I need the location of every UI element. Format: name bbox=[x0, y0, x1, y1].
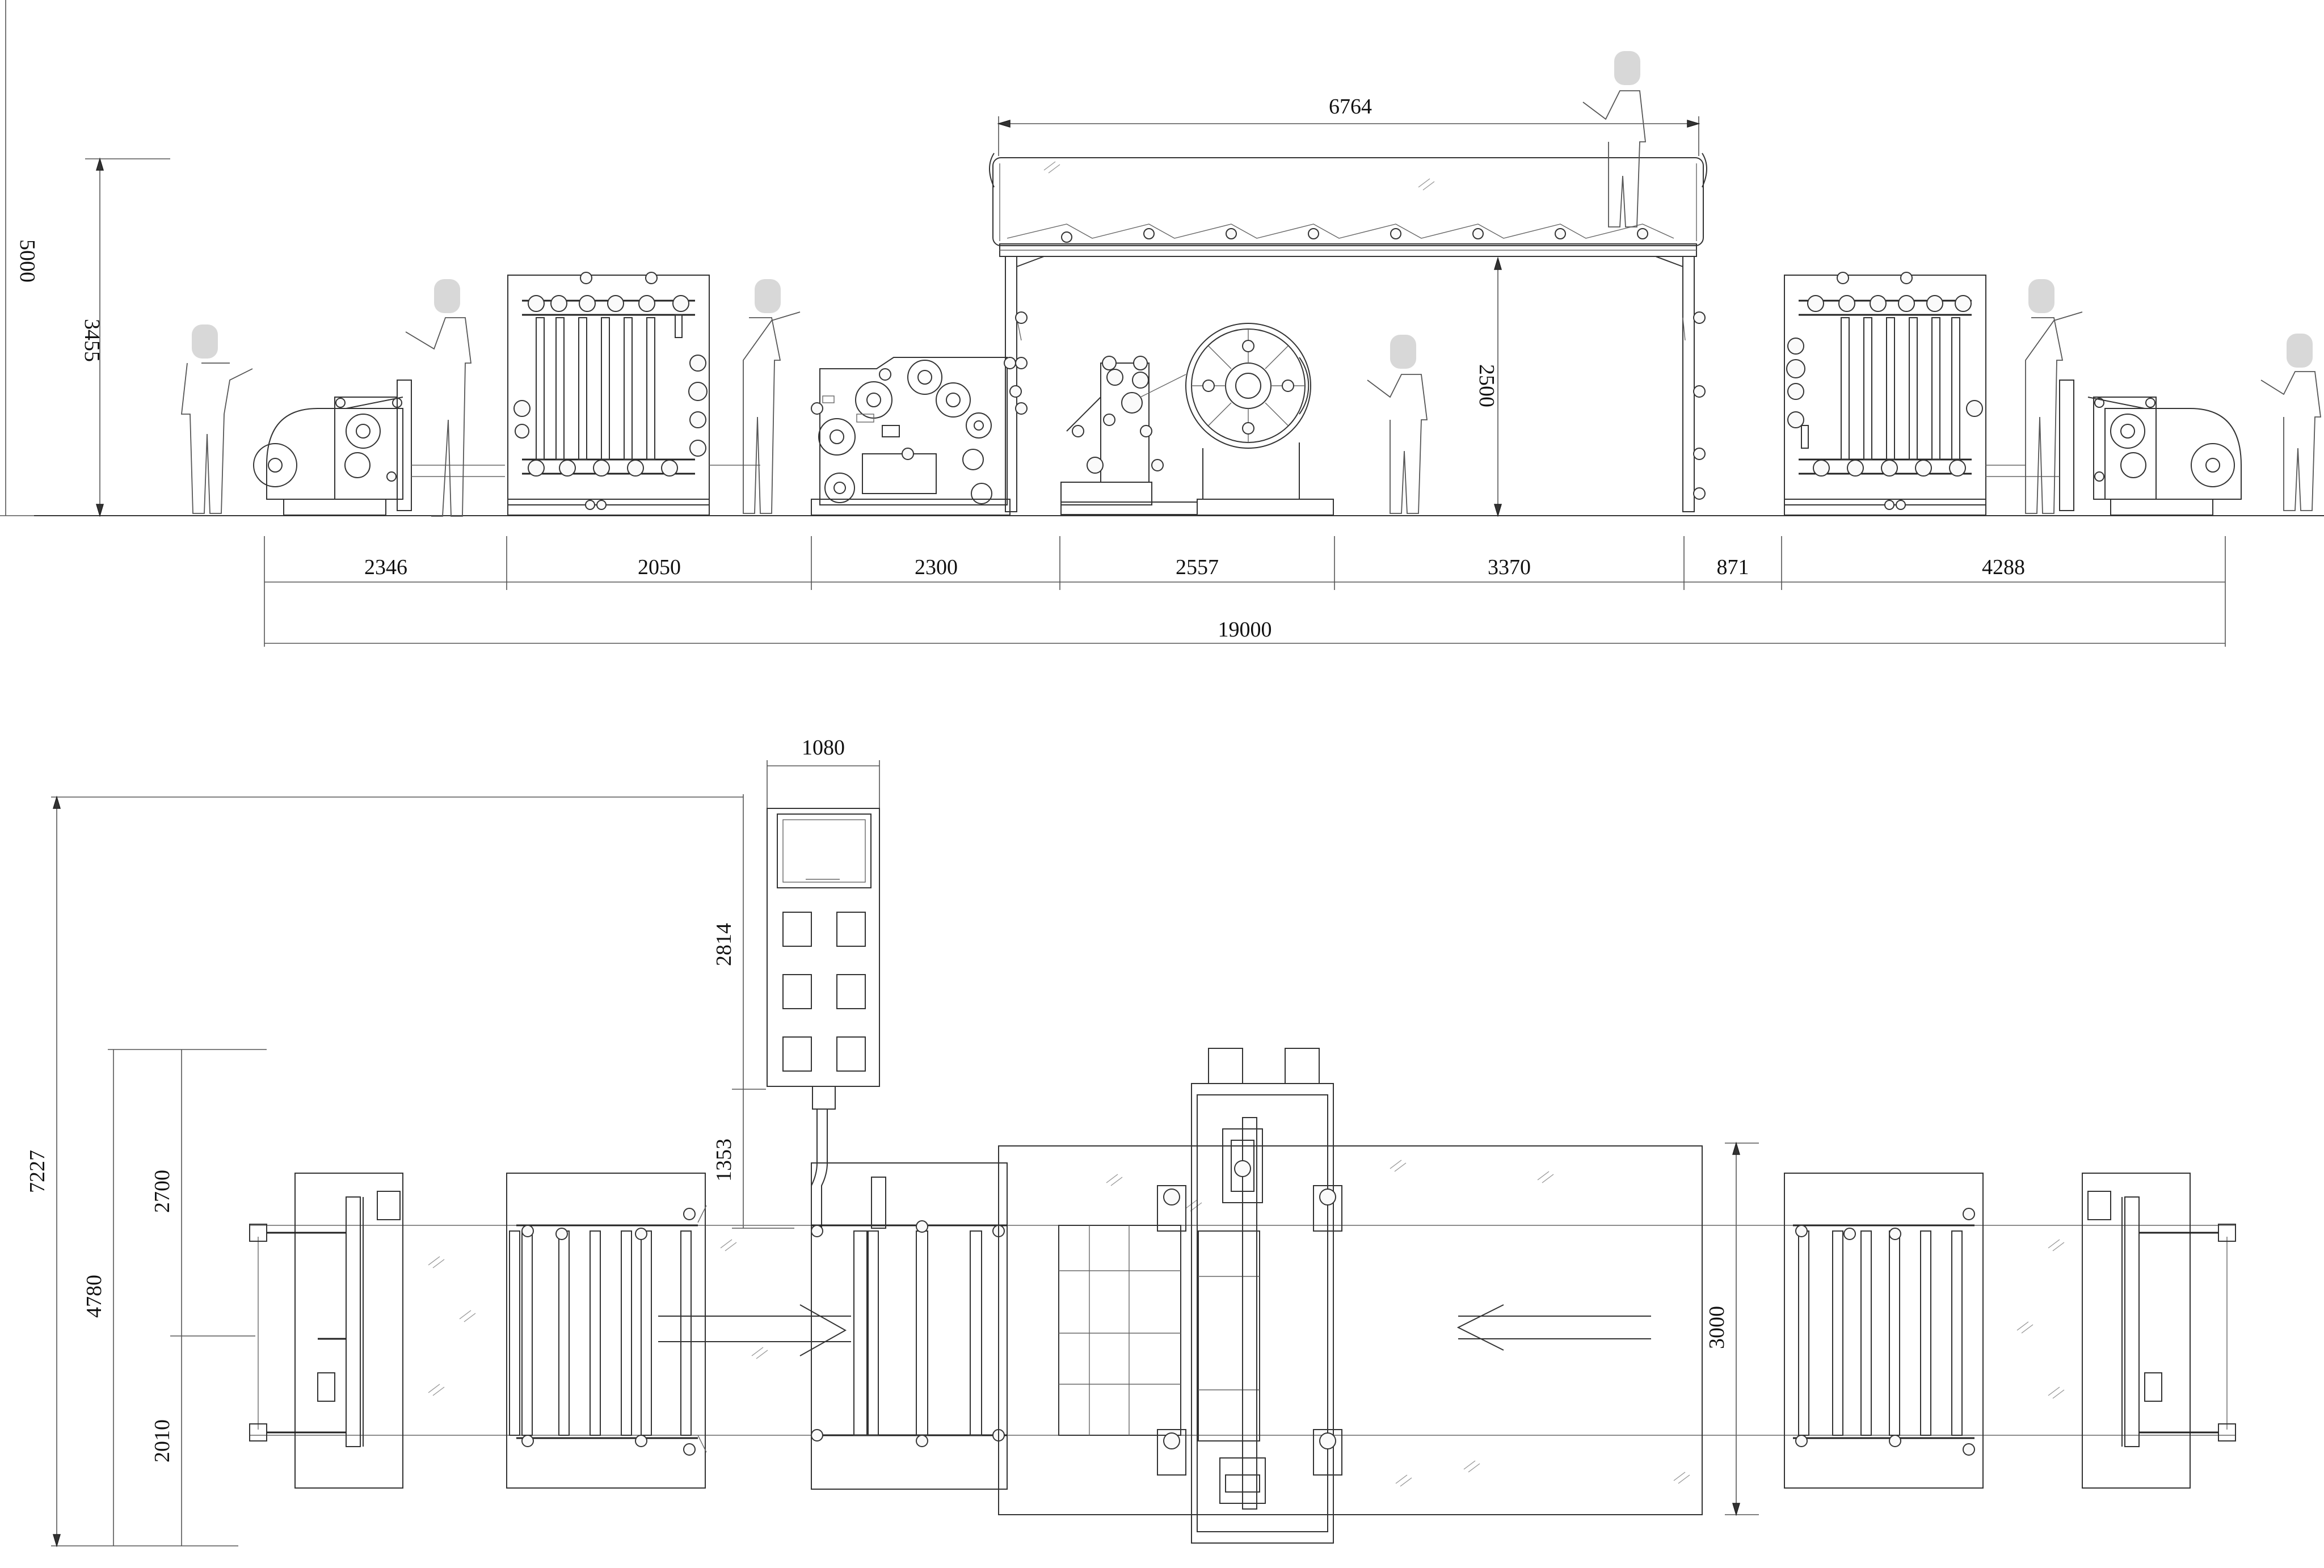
dim-text-right-width: 3000 bbox=[1705, 1306, 1729, 1349]
section-dim-1: 2346 bbox=[364, 555, 407, 579]
dim-text-left-lower: 2010 bbox=[150, 1419, 174, 1462]
section-dimension-chain: 2346 2050 2300 2557 3370 871 4288 19000 bbox=[264, 536, 2226, 647]
dim-text-left-outer: 4780 bbox=[82, 1275, 106, 1318]
plan-dryer bbox=[998, 1145, 1703, 1515]
dim-height-left: 3455 bbox=[80, 157, 170, 517]
section-dim-4: 2557 bbox=[1176, 555, 1219, 579]
operator-figure bbox=[2260, 334, 2322, 511]
plan-laminator-right bbox=[1784, 1173, 1984, 1489]
dim-text-left-upper: 2700 bbox=[150, 1170, 174, 1213]
dim-text-hood-length: 6764 bbox=[1329, 95, 1372, 119]
operator-figure bbox=[1367, 335, 1428, 514]
dim-hood-length: 6764 bbox=[997, 95, 1700, 156]
operator-figure bbox=[1582, 51, 1647, 227]
operator-figure bbox=[180, 324, 253, 514]
section-dim-2: 2050 bbox=[638, 555, 681, 579]
glass-hatching bbox=[428, 1239, 2065, 1399]
dim-text-panel-width: 1080 bbox=[802, 736, 845, 760]
plan-overall-dims: 7227 4780 2700 2010 3000 bbox=[26, 795, 1759, 1548]
rewinder-right bbox=[1986, 380, 2242, 516]
section-dim-5: 3370 bbox=[1488, 555, 1531, 579]
coater-station bbox=[811, 357, 1022, 516]
section-dim-3: 2300 bbox=[915, 555, 958, 579]
operator-figure bbox=[2025, 279, 2083, 514]
laminator-left bbox=[507, 272, 760, 516]
operator-figures bbox=[180, 51, 2322, 517]
laminator-right bbox=[1784, 272, 2026, 516]
dryer-hood bbox=[989, 153, 1707, 257]
reel-station bbox=[1060, 323, 1334, 516]
plan-laminator-left bbox=[506, 1173, 707, 1489]
section-dim-6: 871 bbox=[1717, 555, 1749, 579]
plan-rewinder-right bbox=[2082, 1173, 2236, 1489]
unwinder-left bbox=[253, 380, 505, 516]
dim-text-frame-height: 2500 bbox=[1475, 364, 1498, 407]
total-length-dim: 19000 bbox=[1218, 618, 1272, 642]
dim-text-panel-offset: 1353 bbox=[712, 1139, 736, 1182]
plan-unwinder-left bbox=[249, 1173, 403, 1489]
dim-text-height-overall: 5000 bbox=[15, 239, 39, 283]
dim-text-overall-width: 7227 bbox=[26, 1150, 49, 1193]
elevation-view: 5000 3455 6764 bbox=[0, 0, 2324, 647]
operator-figure bbox=[743, 279, 801, 514]
plan-reel-stand bbox=[1157, 1048, 1342, 1544]
plan-view: 1080 2814 1353 7227 bbox=[26, 736, 2236, 1548]
plan-coater bbox=[658, 1162, 1008, 1490]
dim-text-height-left: 3455 bbox=[80, 319, 104, 362]
dryer-frame: 2500 bbox=[1005, 256, 1706, 517]
dim-height-overall: 5000 bbox=[0, 0, 39, 516]
operator-figure bbox=[405, 279, 472, 517]
dim-text-panel-height: 2814 bbox=[712, 923, 736, 966]
control-panel: 1080 2814 1353 bbox=[712, 736, 880, 1229]
section-dim-7: 4288 bbox=[1982, 555, 2025, 579]
